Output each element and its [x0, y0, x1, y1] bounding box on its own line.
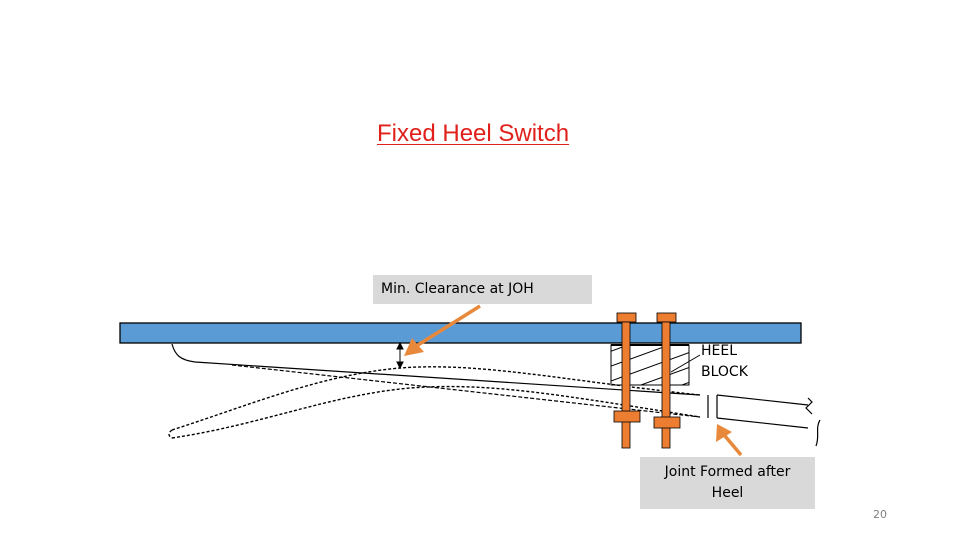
min-clearance-text: Min. Clearance at JOH — [381, 281, 534, 297]
heel-block-label: HEEL BLOCK — [701, 341, 748, 383]
clearance-marker — [396, 341, 404, 370]
min-clearance-arrow — [404, 304, 481, 356]
page-number: 20 — [873, 508, 887, 521]
stock-rail — [119, 322, 802, 344]
heel-label-pointer — [670, 354, 701, 373]
heel-label-line1: HEEL — [701, 343, 738, 359]
heel-bolt-right — [653, 312, 681, 449]
min-clearance-callout: Min. Clearance at JOH — [373, 275, 592, 304]
joint-text-line1: Joint Formed after — [664, 464, 791, 480]
joint-arrow — [716, 424, 743, 457]
joint-callout: Joint Formed after Heel — [640, 457, 815, 509]
heel-bolt-left — [613, 312, 641, 449]
closure-rail — [707, 394, 821, 447]
slide-title: Fixed Heel Switch — [377, 120, 570, 147]
joint-text-line2: Heel — [711, 485, 744, 501]
heel-label-line2: BLOCK — [701, 364, 748, 380]
